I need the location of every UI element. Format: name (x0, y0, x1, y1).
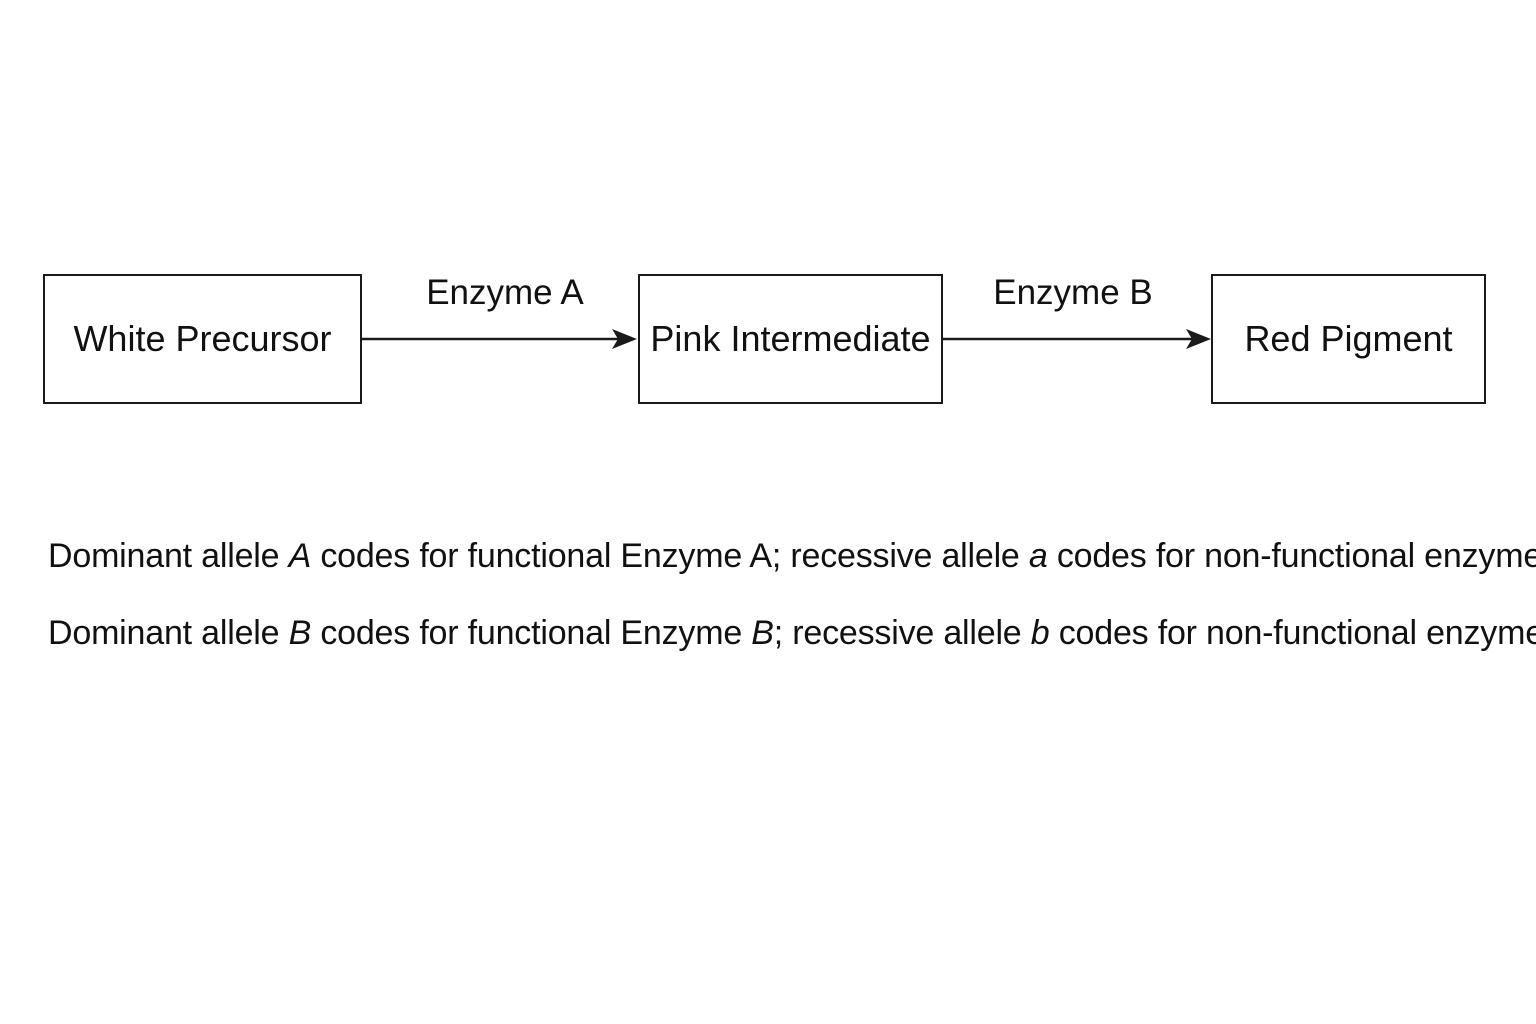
white-precursor-label: White Precursor (73, 318, 332, 359)
white-precursor-box: White Precursor (43, 274, 362, 404)
arrow-enzyme-a (362, 329, 637, 349)
enzyme-a-label: Enzyme A (426, 273, 584, 312)
pink-intermediate-label: Pink Intermediate (650, 318, 931, 359)
allele-b-note: Dominant allele B codes for functional E… (48, 614, 1536, 653)
note-text: Dominant allele (48, 537, 289, 575)
allele-symbol: A (288, 537, 312, 575)
allele-symbol: B (288, 614, 312, 652)
red-pigment-box: Red Pigment (1211, 274, 1486, 404)
allele-symbol: b (1030, 614, 1050, 652)
note-text: codes for non-functional enzyme. (1049, 614, 1536, 652)
note-text: codes for functional Enzyme A; recessive… (311, 537, 1029, 575)
note-text: codes for functional Enzyme (311, 614, 752, 652)
arrowhead-icon (1186, 329, 1211, 349)
allele-symbol: a (1028, 537, 1048, 575)
red-pigment-label: Red Pigment (1244, 318, 1453, 359)
allele-a-note: Dominant allele A codes for functional E… (48, 537, 1536, 576)
note-text: Dominant allele (48, 614, 289, 652)
note-text: codes for non-functional enzyme. (1047, 537, 1536, 575)
arrow-enzyme-b (943, 329, 1211, 349)
pink-intermediate-box: Pink Intermediate (638, 274, 943, 404)
enzyme-b-label: Enzyme B (993, 273, 1153, 312)
arrowhead-icon (612, 329, 637, 349)
enzyme-symbol: B (751, 614, 774, 652)
note-text: ; recessive allele (773, 614, 1031, 652)
